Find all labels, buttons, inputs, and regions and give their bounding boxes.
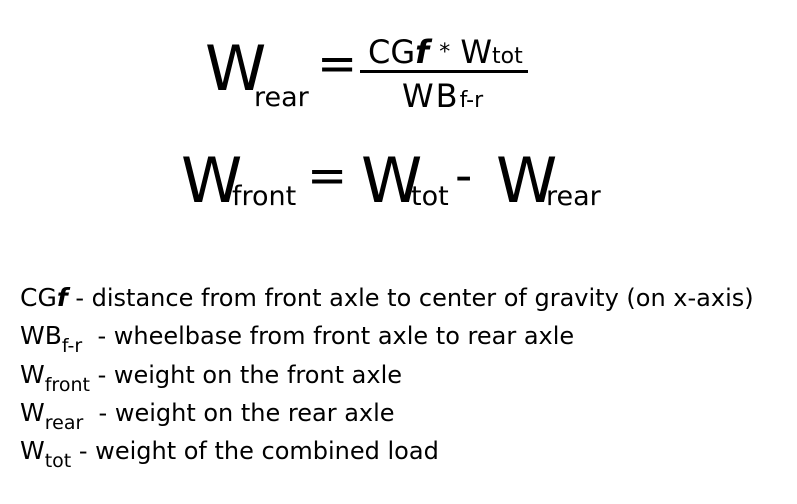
equals-sign: = [317,36,358,92]
w-rear-symbol: W [205,32,267,105]
legend-item-wb: WBf-r - wheelbase from front axle to rea… [20,321,575,356]
legend-item-cgf: CGf - distance from front axle to center… [20,285,754,310]
legend-description: - weight on the rear axle [83,399,395,427]
w-front-subscript: front [232,181,297,212]
multiply-operator: * [439,40,451,65]
w-tot-subscript-2: tot [411,181,449,212]
legend-symbol-italic: f [56,283,68,312]
legend-subscript: rear [44,412,84,434]
legend-item-wtot: Wtot - weight of the combined load [20,436,439,471]
w-tot-symbol: W [460,33,493,71]
legend-description: - wheelbase from front axle to rear axle [82,322,575,350]
legend-symbol: CG [20,283,57,312]
w-tot-symbol-2: W [361,144,423,217]
legend-symbol: W [20,398,45,427]
legend-subscript: tot [44,450,72,472]
legend-subscript: f-r [61,335,83,357]
legend-description: - weight on the front axle [89,361,403,389]
legend-description: - distance from front axle to center of … [67,284,754,312]
wb-subscript: f-r [459,88,484,113]
fraction-bar [360,70,528,73]
w-front-symbol: W [181,144,243,217]
w-rear-subscript-2: rear [546,181,601,212]
w-rear-symbol-2: W [496,144,558,217]
legend-symbol: W [20,360,45,389]
legend-subscript: front [44,374,90,396]
w-rear-subscript: rear [254,82,309,113]
wb-symbol: WB [402,77,460,115]
fraction-numerator: CGf * Wtot [368,36,523,68]
w-tot-subscript: tot [492,44,523,69]
cg-label: CG [368,33,416,71]
fraction-denominator: WBf-r [402,80,483,112]
legend-item-wfront: Wfront - weight on the front axle [20,360,403,395]
cg-f-italic: f [415,33,430,71]
minus-sign: - [455,148,473,204]
legend-symbol: WB [20,321,62,350]
legend-symbol: W [20,436,45,465]
legend-item-wrear: Wrear - weight on the rear axle [20,398,395,433]
equals-sign-2: = [307,148,348,204]
legend-description: - weight of the combined load [71,437,439,465]
